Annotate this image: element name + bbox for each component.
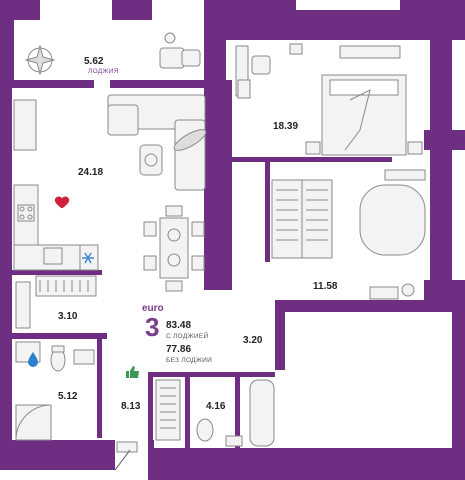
bedroom-main-furniture <box>235 43 423 156</box>
chair <box>237 79 251 99</box>
headboard <box>384 169 426 181</box>
wardrobe <box>271 179 303 259</box>
shower <box>15 404 52 441</box>
total-without-loggia: 77.86 <box>166 344 192 355</box>
tv-stand <box>13 99 37 151</box>
bedroom-main-area: 18.39 <box>273 121 299 132</box>
loggia-armchair <box>159 47 185 69</box>
washing-machine <box>73 349 95 365</box>
loggia-armchair-2 <box>181 49 201 67</box>
dining-table <box>159 217 189 279</box>
bed <box>359 184 426 256</box>
storage-area: 3.10 <box>58 311 78 322</box>
person-figure <box>173 129 207 151</box>
shoe-rack <box>116 441 138 453</box>
living-furniture <box>13 94 207 292</box>
bed-side <box>305 141 321 155</box>
loggia-furniture <box>24 32 201 76</box>
wardrobe-hall <box>155 379 181 441</box>
storage-furniture <box>15 275 97 329</box>
nightstand-row <box>339 45 401 59</box>
bedroom-second-furniture <box>271 169 426 300</box>
chair-top <box>165 205 183 217</box>
with-loggia-label: С ЛОДЖИЕЙ <box>166 333 209 340</box>
loggia-area: 5.62 <box>84 56 104 67</box>
shelf <box>15 281 31 329</box>
bathroom-area: 4.16 <box>206 401 226 412</box>
hall-furniture <box>114 441 138 471</box>
total-with-loggia: 83.48 <box>166 320 192 331</box>
desk-chair <box>251 55 271 75</box>
wardrobe-2 <box>301 179 333 259</box>
bathroom-small-area: 5.12 <box>58 391 78 402</box>
chair-bottom <box>165 280 183 292</box>
water-drop-icon <box>28 352 38 367</box>
without-loggia-label: БЕЗ ЛОДЖИИ <box>166 357 213 364</box>
shelf <box>289 43 303 55</box>
desk-small <box>369 286 399 300</box>
bathroom-furniture <box>155 379 275 447</box>
rack <box>35 275 97 297</box>
heart-icon <box>54 196 70 209</box>
sofa-left <box>107 104 139 136</box>
corridor-area: 3.20 <box>243 335 263 346</box>
toilet <box>196 418 214 442</box>
hall-area: 8.13 <box>121 401 141 412</box>
thumbs-up-icon <box>126 366 139 378</box>
living-kitchen-area: 24.18 <box>78 167 104 178</box>
loggia-lamp <box>164 32 176 44</box>
rooms-count: 3 <box>145 312 160 342</box>
bed-side <box>407 141 423 155</box>
chair <box>143 221 157 237</box>
snowflake-icon <box>82 252 94 264</box>
basin <box>225 435 243 447</box>
loggia-label: ЛОДЖИЯ <box>88 68 119 75</box>
bathtub <box>249 379 275 447</box>
sink <box>43 247 63 265</box>
entrance-arrow-icon <box>114 449 131 471</box>
chair <box>191 221 205 237</box>
euro-label: euro <box>142 303 164 314</box>
bathroom-small-furniture <box>15 341 95 441</box>
bedroom-second-area: 11.58 <box>313 281 338 292</box>
chair <box>191 255 205 271</box>
plant-icon <box>24 44 56 76</box>
chair <box>143 255 157 271</box>
